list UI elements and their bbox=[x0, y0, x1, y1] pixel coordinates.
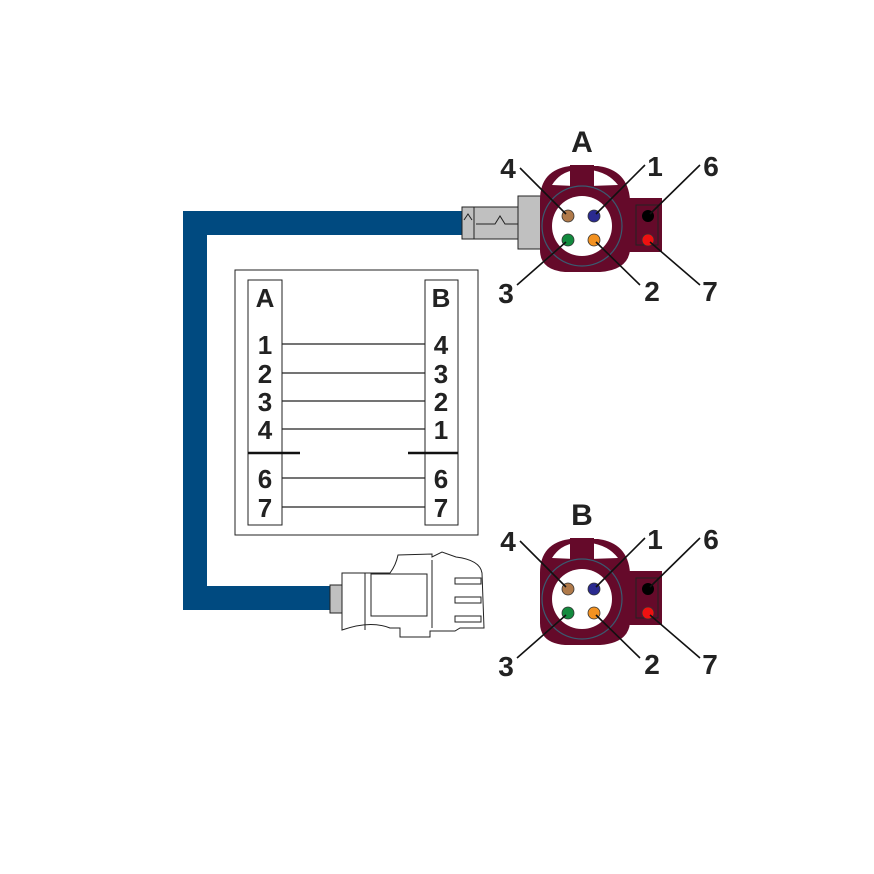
plug-a-boot bbox=[461, 195, 543, 250]
table-header-b: B bbox=[432, 283, 451, 313]
connector-a-title: A bbox=[571, 126, 593, 159]
pin-label: 6 bbox=[703, 151, 719, 182]
plug-b bbox=[329, 551, 485, 638]
table-pin-a: 4 bbox=[258, 415, 273, 445]
table-pin-b: 4 bbox=[434, 330, 449, 360]
pin-label: 2 bbox=[644, 649, 660, 680]
table-pin-b: 6 bbox=[434, 464, 448, 494]
table-pin-a: 1 bbox=[258, 330, 272, 360]
pin-label: 1 bbox=[647, 524, 663, 555]
pin-label: 7 bbox=[702, 649, 718, 680]
pin-label: 4 bbox=[500, 153, 516, 184]
table-pin-a: 2 bbox=[258, 359, 272, 389]
table-pin-b: 7 bbox=[434, 493, 448, 523]
table-header-a: A bbox=[256, 283, 275, 313]
pin-label: 4 bbox=[500, 526, 516, 557]
pin-label: 2 bbox=[644, 276, 660, 307]
table-pin-b: 1 bbox=[434, 415, 448, 445]
table-pin-a: 6 bbox=[258, 464, 272, 494]
table-pin-b: 3 bbox=[434, 359, 448, 389]
table-pin-a: 3 bbox=[258, 387, 272, 417]
cable bbox=[183, 211, 462, 610]
pin-label: 6 bbox=[703, 524, 719, 555]
connector-b-title: B bbox=[571, 499, 593, 532]
pin-label: 7 bbox=[702, 276, 718, 307]
pin-label: 3 bbox=[498, 651, 514, 682]
connector-a: A 4 1 6 3 2 7 bbox=[498, 126, 719, 309]
connector-b: B 4 1 6 3 2 7 bbox=[498, 499, 719, 682]
table-pin-b: 2 bbox=[434, 387, 448, 417]
pin-label: 3 bbox=[498, 278, 514, 309]
pin-label: 1 bbox=[647, 151, 663, 182]
table-pin-a: 7 bbox=[258, 493, 272, 523]
